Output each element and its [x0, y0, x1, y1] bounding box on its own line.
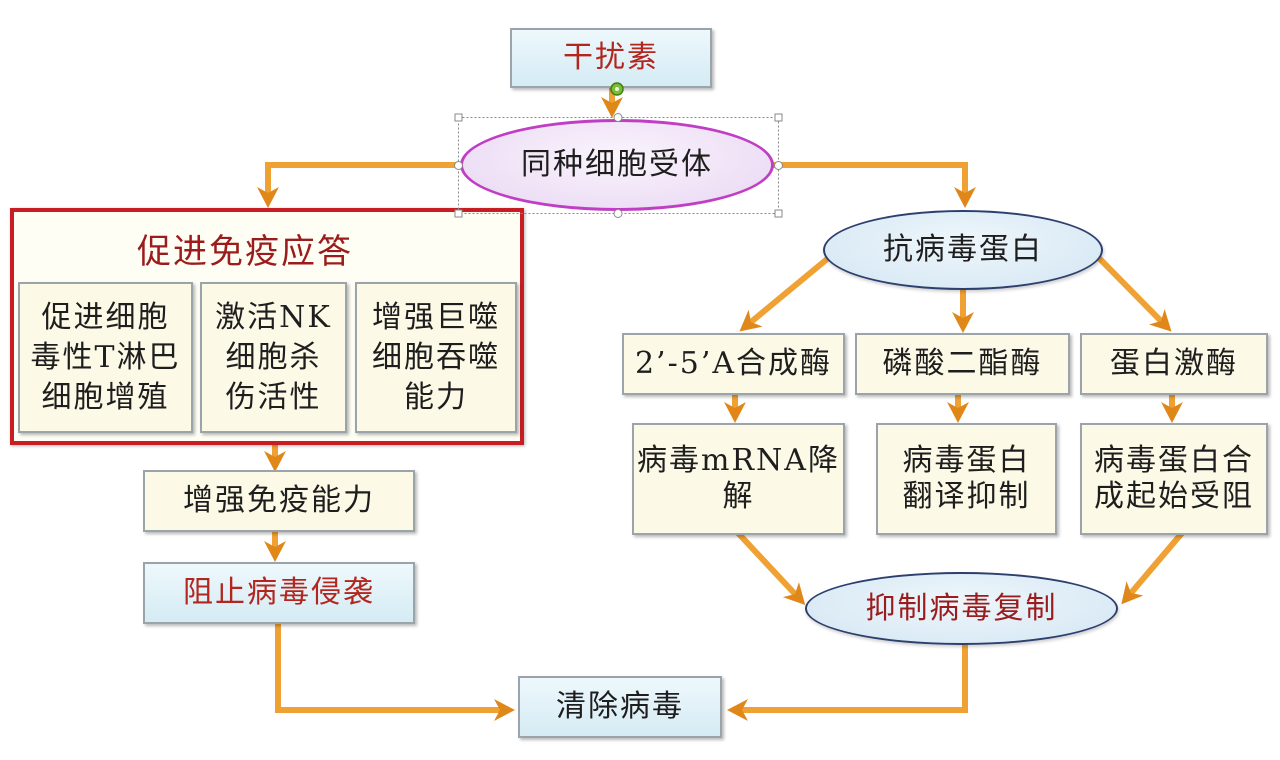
immune-response-title: 促进免疫应答 — [137, 232, 353, 272]
arrow-inhibit-replication-to-clear-virus — [727, 643, 968, 721]
arrow-block-invasion-to-clear-virus — [275, 622, 515, 721]
arrow-effect-1-to-inhibit-replication — [735, 530, 806, 605]
block-invasion-box: 阻止病毒侵袭 — [143, 562, 415, 624]
arrow-antiviral-to-enzyme-3 — [1093, 252, 1172, 332]
selection-handle — [774, 113, 783, 122]
arrow-antiviral-to-enzyme-1 — [739, 252, 834, 332]
rotation-handle-dot — [615, 87, 619, 91]
effect-translation-inhibition-box: 病毒蛋白 翻译抑制 — [876, 423, 1057, 535]
enzyme-oas-box: 2’-5’A合成酶 — [622, 333, 845, 395]
clear-virus-box: 清除病毒 — [518, 676, 722, 738]
effect-synthesis-initiation-blocked-box: 病毒蛋白合 成起始受阻 — [1080, 423, 1268, 535]
effect-mrna-degradation-box: 病毒mRNA降 解 — [632, 423, 845, 535]
selection-handle — [613, 209, 623, 218]
arrow-receptor-to-antiviral-protein — [768, 162, 976, 208]
immune-item-nk-cell: 激活NK 细胞杀 伤活性 — [200, 282, 347, 433]
antiviral-protein-ellipse: 抗病毒蛋白 — [823, 210, 1103, 290]
selection-handle — [774, 161, 783, 170]
selection-handle — [454, 209, 463, 218]
selection-handle — [774, 209, 783, 218]
inhibit-replication-ellipse: 抑制病毒复制 — [805, 572, 1118, 645]
enhance-immunity-box: 增强免疫能力 — [143, 470, 415, 532]
arrow-effect-3-to-inhibit-replication — [1121, 531, 1185, 605]
selection-handle — [454, 113, 463, 122]
immune-item-macrophage: 增强巨噬 细胞吞噬 能力 — [355, 282, 517, 433]
immune-item-t-cell: 促进细胞 毒性T淋巴 细胞增殖 — [18, 282, 193, 433]
arrow-receptor-to-immune-response — [257, 162, 466, 208]
enzyme-protein-kinase-box: 蛋白激酶 — [1080, 333, 1268, 395]
selection-handle — [454, 161, 463, 170]
enzyme-phosphodiesterase-box: 磷酸二酯酶 — [855, 333, 1070, 395]
selection-handle — [613, 113, 623, 122]
selection-box — [458, 117, 779, 214]
interferon-box: 干扰素 — [510, 28, 712, 88]
